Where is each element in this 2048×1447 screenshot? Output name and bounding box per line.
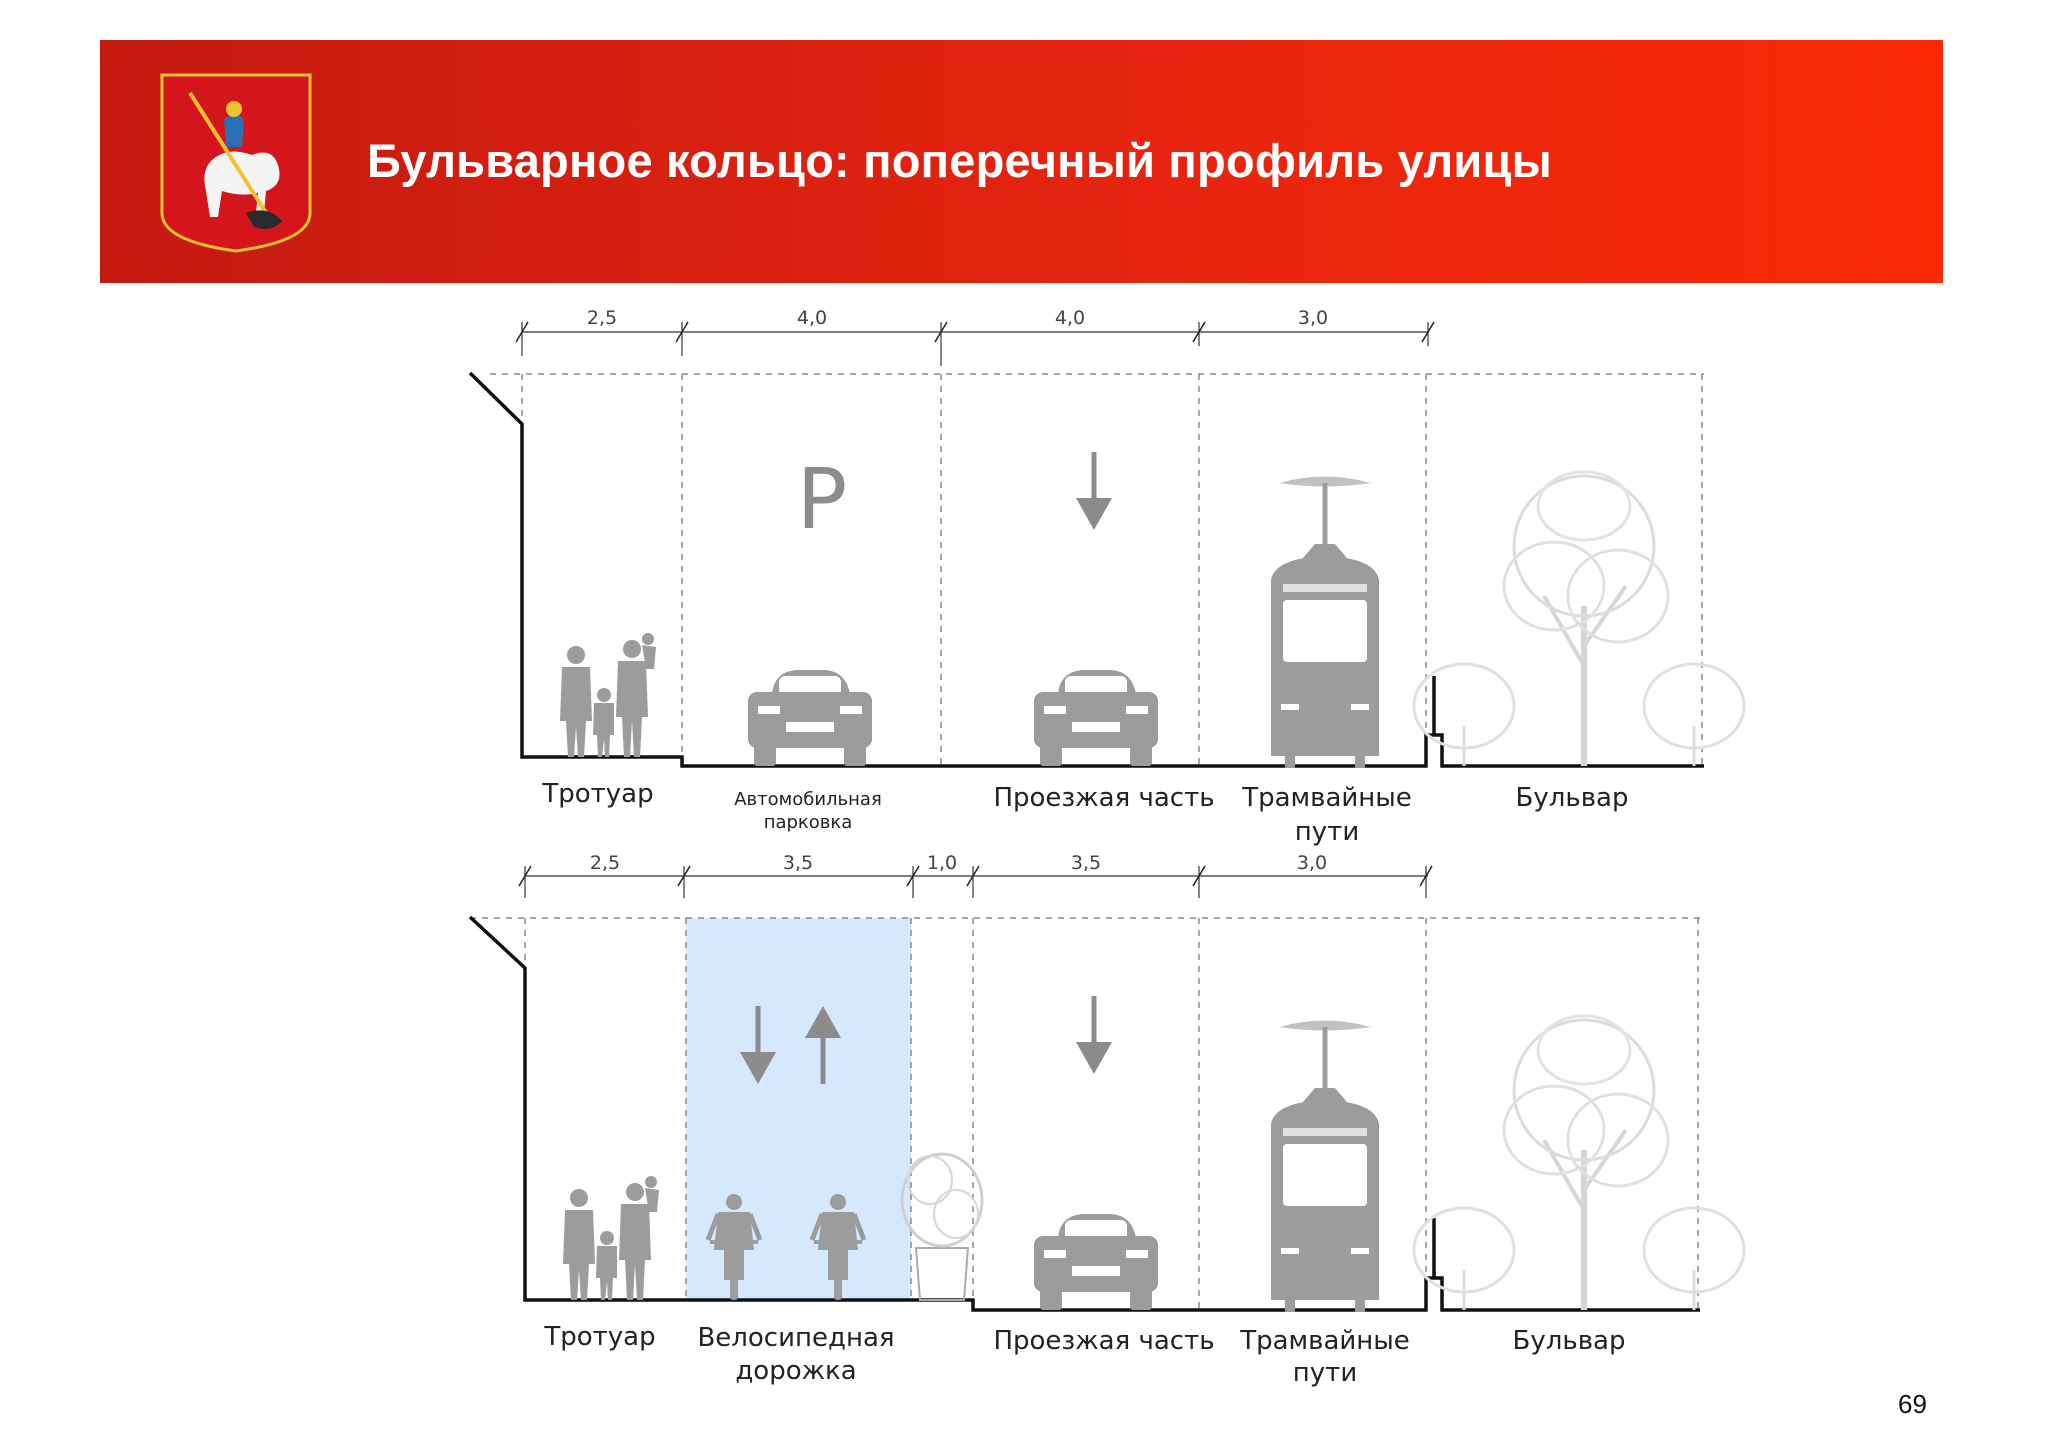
dim-roadway: 4,0 (1055, 307, 1085, 329)
moscow-coat-of-arms-icon (160, 73, 312, 253)
label2-bike-2: дорожка (735, 1356, 856, 1386)
dim-sidewalk: 2,5 (587, 307, 617, 329)
profile-before: 2,5 4,0 4,0 3,0 P Тротуар Автомобильная … (468, 307, 1744, 847)
page-title: Бульварное кольцо: поперечный профиль ул… (367, 134, 1552, 187)
page-number: 69 (1898, 1389, 1927, 1419)
dim2-sidewalk: 2,5 (590, 852, 620, 874)
label-boulevard: Бульвар (1516, 783, 1629, 813)
dim2-tram: 3,0 (1297, 852, 1327, 874)
label-parking-1: Автомобильная (734, 789, 882, 810)
label2-tram-1: Трамвайные (1239, 1326, 1410, 1356)
title-banner (100, 40, 1943, 283)
label2-sidewalk: Тротуар (543, 1322, 655, 1352)
dim2-buffer: 1,0 (927, 852, 957, 874)
dim-tram: 3,0 (1298, 307, 1328, 329)
label2-boulevard: Бульвар (1513, 1326, 1626, 1356)
label-parking-2: парковка (764, 812, 853, 833)
label-sidewalk: Тротуар (541, 779, 653, 809)
label2-bike-1: Велосипедная (697, 1323, 894, 1353)
label-tram-1: Трамвайные (1241, 783, 1412, 813)
dim-parking: 4,0 (797, 307, 827, 329)
label2-tram-2: пути (1293, 1358, 1357, 1388)
parking-sign: P (797, 450, 848, 548)
dim2-roadway: 3,5 (1071, 852, 1101, 874)
label-tram-2: пути (1295, 817, 1359, 847)
planter-icon (900, 1152, 984, 1301)
label-roadway: Проезжая часть (993, 783, 1214, 813)
profile-after: 2,5 3,5 1,0 3,5 3,0 (468, 852, 1744, 1388)
dim2-bike: 3,5 (783, 852, 813, 874)
label2-roadway: Проезжая часть (993, 1326, 1214, 1356)
